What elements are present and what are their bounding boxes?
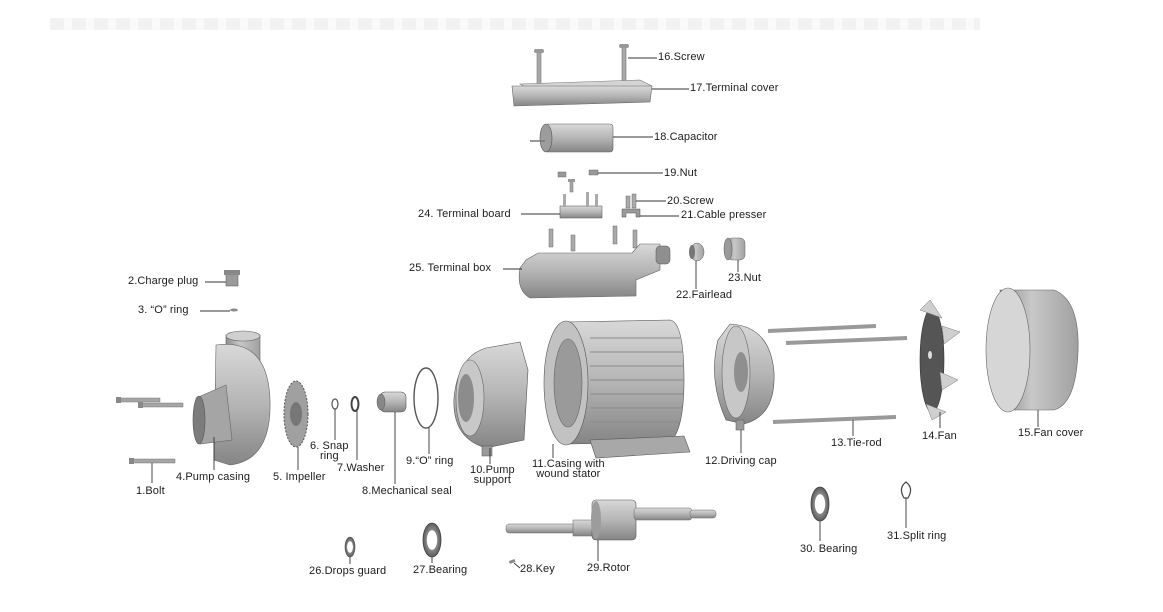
label-part-15: 15.Fan cover (1018, 427, 1084, 439)
label-part-25: 25. Terminal box (409, 262, 492, 274)
label-part-28: 28.Key (520, 563, 555, 575)
part-5-impeller (283, 380, 309, 448)
label-part-11-line2: wound stator (536, 468, 601, 480)
part-20-screw (625, 193, 637, 209)
label-part-6-line1: 6. Snap (310, 440, 349, 452)
label-part-22: 22.Fairlead (676, 289, 733, 301)
label-part-10-line1: 10.Pump (470, 464, 515, 476)
label-part-5: 5. Impeller (273, 471, 326, 483)
part-30-bearing (810, 486, 830, 522)
part-17-terminal-cover (511, 79, 653, 107)
label-part-10-line2: support (473, 474, 512, 486)
label-part-9: 9.“O” ring (406, 455, 454, 467)
label-part-18: 18.Capacitor (654, 131, 718, 143)
label-part-26: 26.Drops guard (309, 565, 387, 577)
part-7-washer (350, 396, 360, 412)
label-part-11: 11.Casing with wound stator (532, 458, 605, 480)
part-9-o-ring (413, 367, 439, 429)
part-23-nut (723, 237, 746, 261)
part-10-pump-support (453, 341, 529, 457)
part-18-capacitor (530, 123, 614, 153)
part-8-mechanical-seal (376, 391, 407, 413)
part-13-tie-rod (767, 324, 908, 424)
label-part-31: 31.Split ring (887, 530, 947, 542)
label-part-14: 14.Fan (922, 430, 957, 442)
label-part-21: 21.Cable presser (681, 209, 767, 221)
part-14-fan (919, 299, 961, 421)
part-28-key (508, 559, 516, 564)
leader-lines (151, 57, 1039, 569)
terminal-box-screws (548, 225, 638, 252)
label-part-20: 20.Screw (667, 195, 714, 207)
label-part-11-line1: 11.Casing with (532, 458, 605, 470)
part-22-fairlead (689, 242, 705, 262)
part-31-split-ring (900, 481, 912, 499)
part-1-bolt (116, 397, 184, 464)
part-21-cable-presser (621, 208, 641, 218)
label-part-19: 19.Nut (664, 167, 698, 179)
label-part-7: 7.Washer (337, 462, 385, 474)
part-12-driving-cap (714, 323, 775, 431)
label-part-29: 29.Rotor (587, 562, 630, 574)
part-4-pump-casing (192, 330, 271, 466)
label-part-23: 23.Nut (728, 272, 762, 284)
part-27-bearing (422, 522, 442, 558)
scan-artifact-band (50, 18, 980, 30)
part-19-nut (557, 169, 599, 193)
label-part-30: 30. Bearing (800, 543, 858, 555)
part-3-o-ring (230, 308, 238, 312)
part-11-casing-with-stator (543, 319, 691, 459)
label-part-12: 12.Driving cap (705, 455, 777, 467)
part-24-terminal-board (559, 192, 603, 219)
label-part-17: 17.Terminal cover (690, 82, 779, 94)
part-6-snap-ring (331, 398, 339, 410)
label-part-6: 6. Snap ring (310, 440, 349, 462)
label-part-3: 3. “O” ring (138, 304, 189, 316)
part-16-screw (534, 44, 629, 87)
label-part-8: 8.Mechanical seal (362, 485, 452, 497)
label-part-13: 13.Tie-rod (831, 437, 882, 449)
label-part-27: 27.Bearing (413, 564, 468, 576)
label-part-2: 2.Charge plug (128, 275, 199, 287)
label-part-6-line2: ring (319, 450, 339, 462)
part-29-rotor (505, 499, 717, 541)
part-25-terminal-box (518, 243, 671, 299)
label-part-10: 10.Pump support (470, 464, 515, 486)
part-15-fan-cover (985, 287, 1079, 413)
part-26-drops-guard (344, 536, 356, 558)
label-part-4: 4.Pump casing (176, 471, 251, 483)
part-2-charge-plug (224, 270, 240, 287)
label-part-16: 16.Screw (658, 51, 705, 63)
label-part-1: 1.Bolt (136, 485, 165, 497)
label-part-24: 24. Terminal board (418, 208, 511, 220)
